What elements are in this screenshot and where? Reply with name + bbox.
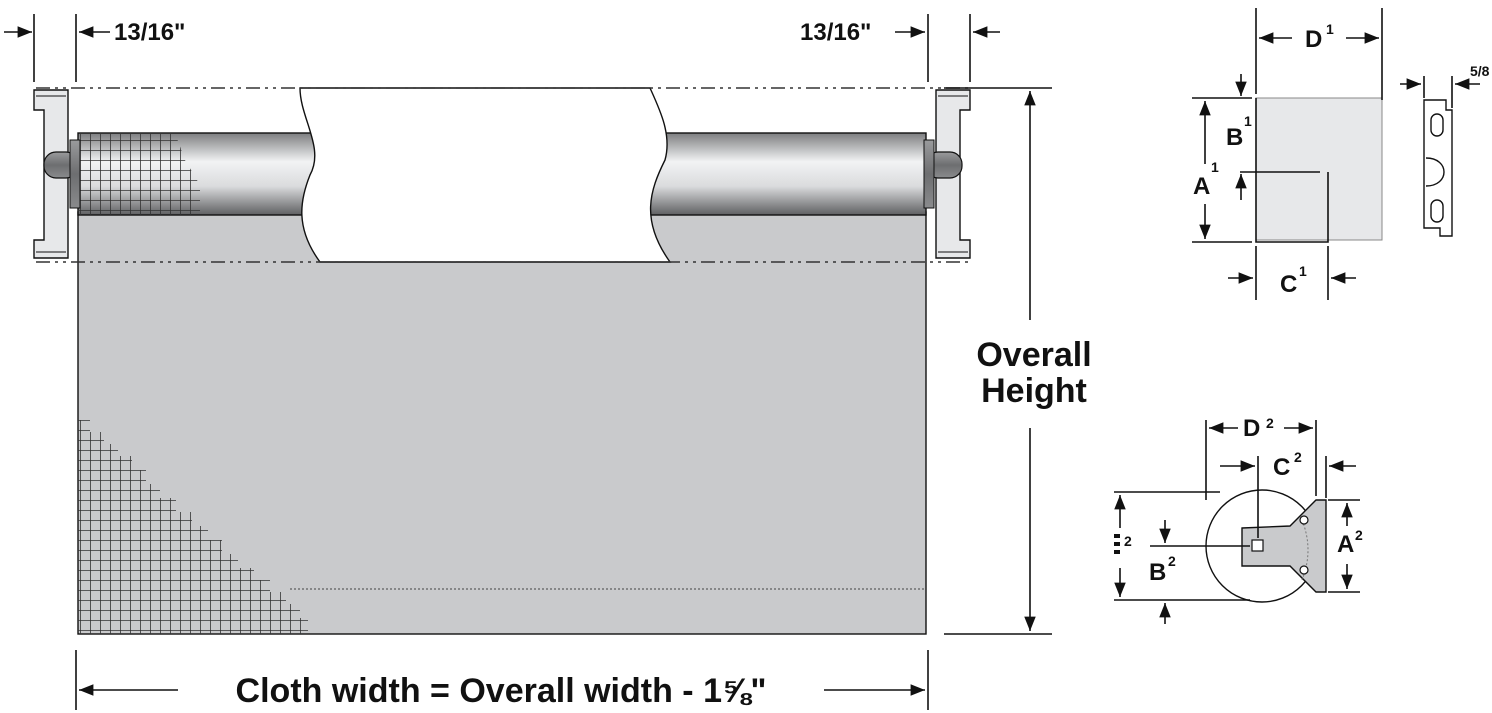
- bracket-2-b-label: B: [1149, 559, 1166, 586]
- bracket-detail-1: D 1 A 1 B 1 C 1: [1192, 8, 1383, 300]
- bracket-2-d-label: D: [1243, 415, 1260, 442]
- bracket-1-body: [1255, 97, 1383, 241]
- bracket-side-profile: 5/8: [1400, 63, 1490, 237]
- left-bracket: [33, 89, 81, 259]
- bracket-detail-2: D 2 C 2 A 2 2 B 2: [1114, 415, 1363, 624]
- side-clearance-label: 5/8: [1470, 63, 1490, 79]
- bracket-1-a-sup: 1: [1211, 159, 1219, 175]
- right-bracket: [923, 89, 971, 259]
- overall-height-label-line1: Overall: [976, 336, 1091, 374]
- bracket-2-a-sup: 2: [1355, 527, 1363, 543]
- bracket-2-b-sup: 2: [1168, 553, 1176, 569]
- bracket-2-d-sup: 2: [1266, 415, 1274, 431]
- tube-mesh-texture: [78, 133, 200, 215]
- bracket-1-c-sup: 1: [1299, 263, 1307, 279]
- bracket-1-d-sup: 1: [1326, 21, 1334, 37]
- cloth-width-formula: Cloth width = Overall width - 1⅝": [236, 672, 767, 710]
- square-axle: [1251, 539, 1264, 552]
- bracket-2-a-label: A: [1337, 531, 1354, 558]
- cloth-width-dimension: Cloth width = Overall width - 1⅝": [75, 650, 929, 710]
- bracket-2-c-label: C: [1273, 454, 1290, 481]
- bracket-1-d-label: D: [1305, 26, 1322, 53]
- top-margin-dimensions: 13/16" 13/16": [4, 14, 1000, 82]
- bracket-1-c-label: C: [1280, 271, 1297, 298]
- cutaway-view: [299, 87, 672, 263]
- bracket-1-a-label: A: [1193, 173, 1210, 200]
- bracket-2-c-sup: 2: [1294, 449, 1302, 465]
- overall-height-label-line2: Height: [981, 372, 1087, 410]
- bracket-1-b-label: B: [1226, 124, 1243, 151]
- bracket-1-b-sup: 1: [1244, 113, 1252, 129]
- overall-height-dimension: Overall Height: [944, 87, 1092, 635]
- bracket-2-left-sup: 2: [1124, 533, 1132, 549]
- shade-assembly: [33, 87, 972, 635]
- left-margin-label: 13/16": [114, 19, 185, 46]
- right-margin-label: 13/16": [800, 19, 871, 46]
